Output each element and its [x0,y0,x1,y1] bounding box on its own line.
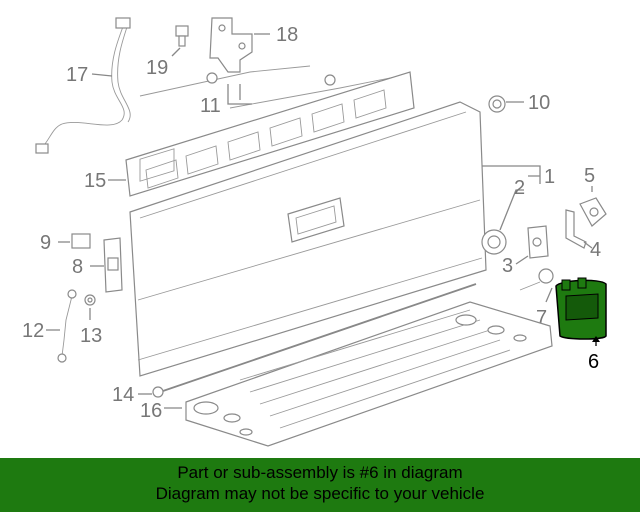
support-strap-part[interactable] [57,289,77,363]
upper-panel-part[interactable] [125,71,415,197]
callout-10: 10 [528,92,550,114]
callout-6: 6 [588,351,599,373]
parts-diagram: 17 19 18 11 10 [22,17,607,447]
callout-15: 15 [84,170,106,192]
callout-1: 1 [544,166,555,188]
callout-8: 8 [72,256,83,278]
inner-panel-part[interactable] [185,301,553,447]
callout-2: 2 [514,177,525,199]
wiring-harness-part[interactable] [35,17,131,154]
callout-4: 4 [590,239,601,261]
callout-9: 9 [40,232,51,254]
callout-13: 13 [80,325,102,347]
callout-18: 18 [276,24,298,46]
callout-17: 17 [66,64,88,86]
info-banner: Part or sub-assembly is #6 in diagram Di… [0,458,640,512]
banner-line-1: Part or sub-assembly is #6 in diagram [177,463,463,482]
callout-11: 11 [200,95,221,117]
callout-5: 5 [584,165,595,187]
banner-line-2: Diagram may not be specific to your vehi… [155,484,485,503]
latch-part[interactable] [481,229,507,255]
support-cable-part[interactable] [139,65,411,109]
torsion-rod-part[interactable] [152,283,477,398]
bumper-part[interactable] [488,95,506,113]
callout-14: 14 [112,384,134,406]
tailgate-assembly-part[interactable] [129,101,487,377]
callout-16: 16 [140,400,162,422]
side-bumper-part[interactable] [71,233,91,249]
bolt-part[interactable] [175,25,189,47]
callout-3: 3 [502,255,513,277]
callout-19: 19 [146,57,168,79]
hinge-part[interactable] [209,17,253,73]
striker-part[interactable] [579,197,607,227]
latch-bracket-part[interactable] [527,225,549,259]
handle-part-6[interactable] [555,277,607,340]
washer-part[interactable] [84,294,96,306]
rod-clip-part[interactable] [519,268,554,291]
callout-7: 7 [536,307,547,329]
callout-12: 12 [22,320,44,342]
side-latch-part[interactable] [103,237,123,293]
striker-bracket-part[interactable] [565,209,587,249]
